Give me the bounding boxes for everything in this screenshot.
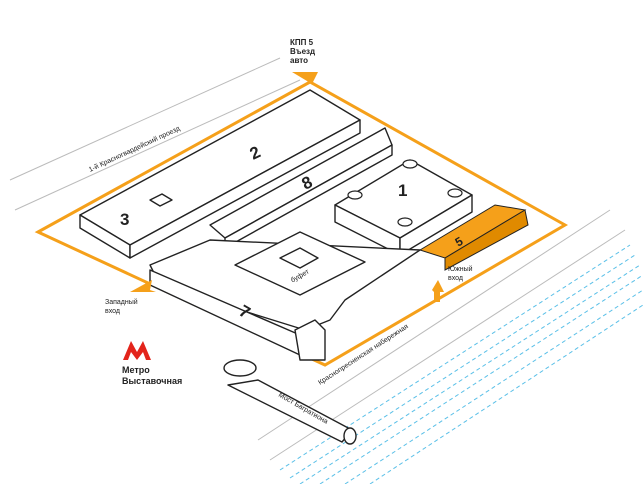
gate-west-label: Западный вход: [105, 298, 138, 316]
svg-text:3: 3: [120, 210, 129, 229]
gate-kpp5-line: авто: [290, 56, 308, 65]
metro-logo-icon: [123, 341, 151, 360]
road-line: [9, 57, 281, 181]
road-line: [257, 209, 611, 441]
metro-label: Метро Выставочная: [122, 365, 182, 387]
bridge-pier: [223, 359, 257, 377]
gate-south-label: Южный вход: [448, 265, 473, 283]
gate-arrow-west: [130, 280, 156, 292]
gate-kpp5-line: КПП 5: [290, 38, 314, 47]
gate-arrow-kpp5: [292, 72, 318, 84]
gate-west-line: вход: [105, 308, 120, 315]
gate-arrow-south: [432, 280, 444, 302]
street-south-label: Краснопресненская набережная: [317, 322, 410, 386]
gate-south-line: Южный: [448, 266, 473, 273]
gate-south-line: вход: [448, 275, 463, 282]
road-line: [14, 79, 301, 211]
gate-kpp5-line: Въезд: [290, 47, 316, 56]
metro-label-line: Выставочная: [122, 376, 183, 386]
svg-text:1: 1: [398, 181, 407, 200]
metro-label-line: Метро: [122, 365, 150, 375]
river-water: [279, 244, 643, 484]
street-north-label: 1-й Красногвардейский проезд: [87, 124, 181, 173]
gate-west-line: Западный: [105, 299, 138, 306]
gate-kpp5-label: КПП 5 Въезд авто: [290, 38, 315, 65]
